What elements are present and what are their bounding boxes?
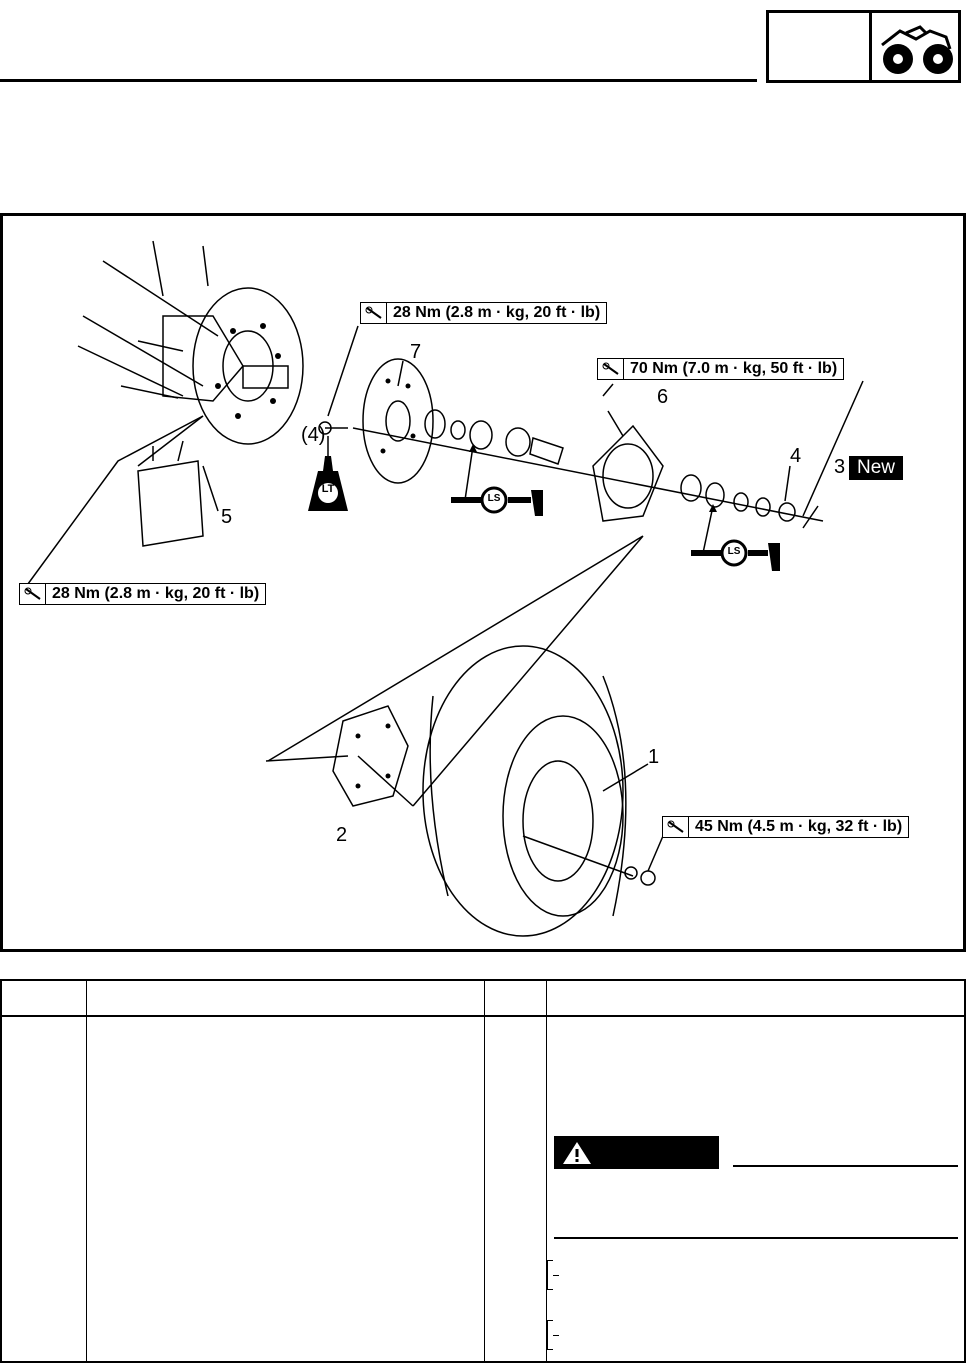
grease-gun-icon [451, 444, 543, 516]
ls-label-1: LS [487, 493, 501, 504]
warning-top-rule [733, 1165, 958, 1167]
exploded-diagram: 7 (4) 6 4 3 New 5 1 2 LT LS LS 28 Nm (2.… [0, 213, 966, 952]
torque-wrench-icon [663, 817, 689, 837]
lt-label: LT [321, 483, 335, 495]
callout-5: 5 [221, 506, 233, 528]
torque-wrench-icon [361, 303, 387, 323]
bracket-marker [547, 1320, 559, 1350]
torque-spec-wheel-nut: 45 Nm (4.5 m · kg, 32 ft · lb) [662, 816, 910, 838]
warning-banner [554, 1136, 719, 1169]
chapter-icon-box [869, 10, 961, 83]
torque-value: 70 Nm (7.0 m · kg, 50 ft · lb) [630, 360, 838, 377]
bracket-marker [547, 1260, 559, 1290]
callout-3: 3 [834, 456, 846, 478]
torque-value: 28 Nm (2.8 m · kg, 20 ft · lb) [393, 304, 601, 321]
torque-value: 28 Nm (2.8 m · kg, 20 ft · lb) [52, 585, 260, 602]
table-col-divider [86, 981, 87, 1361]
callout-2: 2 [336, 824, 348, 846]
warning-triangle-icon [563, 1141, 591, 1164]
section-box [766, 10, 872, 83]
torque-spec-caliper: 28 Nm (2.8 m · kg, 20 ft · lb) [19, 583, 267, 605]
torque-spec-disc: 28 Nm (2.8 m · kg, 20 ft · lb) [360, 302, 608, 324]
threadlock-icon [308, 436, 348, 511]
callout-7: 7 [410, 341, 422, 363]
table-header-rule [2, 1015, 964, 1017]
new-badge: New [849, 456, 904, 480]
callout-4-paren: (4) [301, 424, 326, 446]
callout-4: 4 [790, 445, 802, 467]
table-col-divider [546, 981, 547, 1361]
atv-icon [881, 25, 953, 74]
callout-6: 6 [657, 386, 669, 408]
header-rule [0, 79, 757, 82]
grease-gun-icon [691, 504, 780, 571]
diagram-drawing [24, 240, 864, 937]
callout-1: 1 [648, 746, 660, 768]
ls-label-2: LS [727, 546, 741, 557]
torque-value: 45 Nm (4.5 m · kg, 32 ft · lb) [695, 818, 903, 835]
table-col-divider [484, 981, 485, 1361]
torque-wrench-icon [598, 359, 624, 379]
torque-spec-hub-nut: 70 Nm (7.0 m · kg, 50 ft · lb) [597, 358, 845, 380]
warning-bottom-rule [554, 1237, 958, 1239]
parts-table [0, 979, 966, 1363]
torque-wrench-icon [20, 584, 46, 604]
